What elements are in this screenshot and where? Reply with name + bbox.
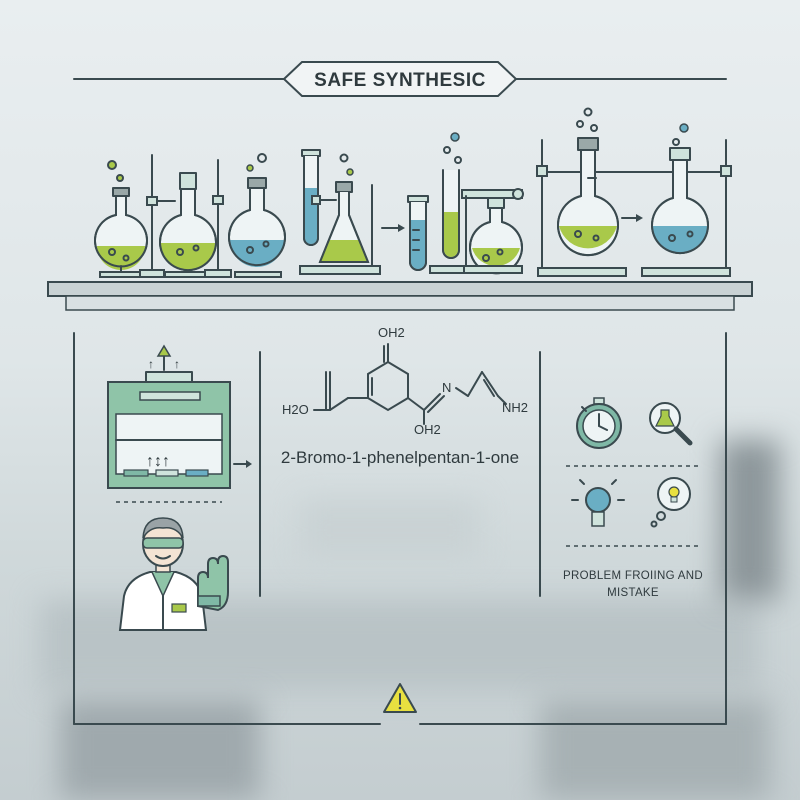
arrow-icon — [381, 224, 405, 232]
round-flask-5 — [557, 107, 619, 257]
svg-text:↑: ↑ — [148, 357, 154, 371]
large-ring-stand — [536, 139, 732, 277]
svg-text:↑↕↑: ↑↕↑ — [146, 453, 170, 470]
thought-bubble-icon — [650, 477, 691, 528]
magnifier-flask-icon — [649, 402, 693, 446]
glassware-row — [94, 107, 732, 278]
stopwatch-icon — [576, 397, 622, 449]
page-title: SAFE SYNTHESIC — [314, 70, 486, 91]
label-top: OH2 — [378, 325, 405, 340]
scientist-icon — [118, 517, 208, 631]
label-nitrogen: N — [442, 380, 451, 395]
round-flask-2 — [159, 172, 217, 278]
glove-icon — [197, 554, 229, 612]
warning-icon — [383, 683, 417, 713]
round-flask-6 — [651, 123, 709, 255]
lightbulb-icon — [571, 479, 625, 527]
test-tube-2 — [407, 195, 429, 271]
round-flask-1 — [94, 160, 148, 278]
arrow-icon-2 — [621, 214, 643, 222]
lower-panel-frame — [73, 332, 727, 725]
round-flask-4 — [461, 188, 524, 275]
caption-line-1: PROBLEM FROIING AND — [563, 570, 703, 582]
arrow-icon-3 — [233, 460, 252, 468]
label-bottom: OH2 — [414, 422, 441, 437]
erlenmeyer-flask — [299, 153, 381, 275]
round-flask-3 — [228, 153, 286, 278]
caption-line-2: MISTAKE — [607, 587, 659, 599]
fume-hood-icon: ↑ ↑ ↑↕↑ — [107, 344, 231, 503]
ring-stand-2 — [204, 159, 232, 278]
title-banner: SAFE SYNTHESIC — [73, 61, 727, 97]
lab-bench-shelf — [47, 281, 753, 311]
label-amine: NH2 — [502, 400, 528, 415]
svg-text:↑: ↑ — [174, 357, 180, 371]
molecule-name: 2-Bromo-1-phenelpentan-1-one — [281, 448, 519, 467]
test-tube-3 — [429, 132, 473, 274]
molecule-structure: OH2 H2O OH2 N NH2 2-Bromo-1-phenelpentan… — [281, 325, 528, 467]
label-left: H2O — [282, 402, 309, 417]
